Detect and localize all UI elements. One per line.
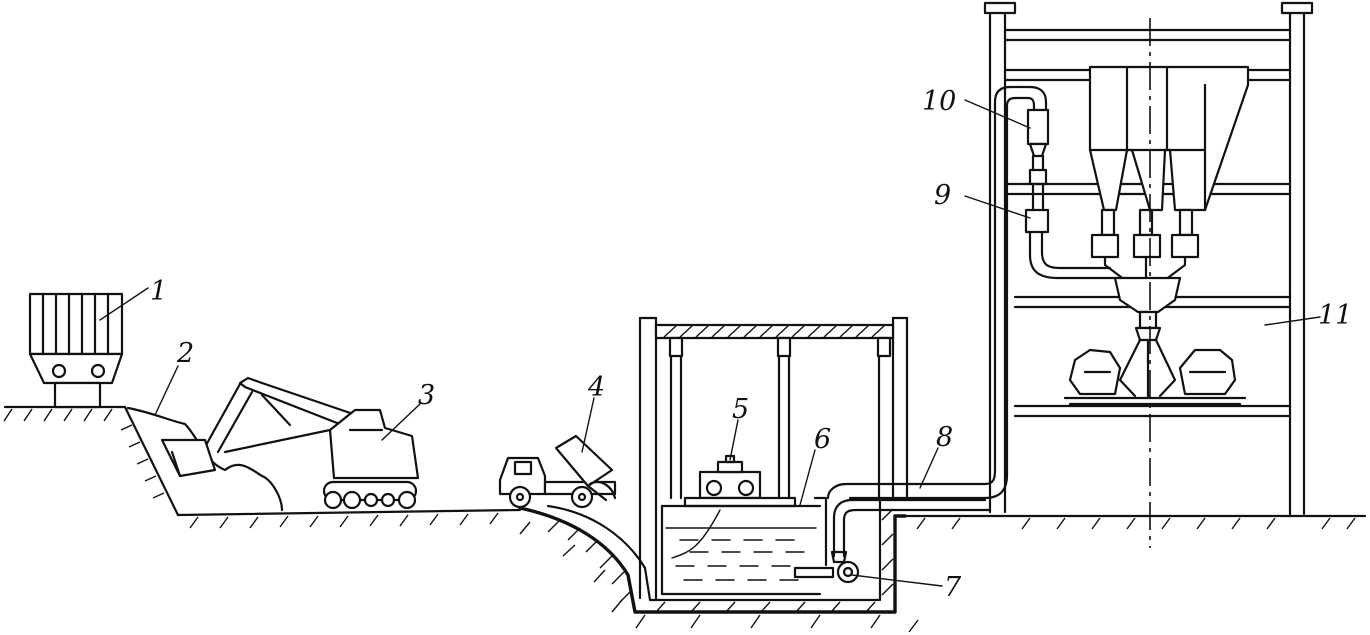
pit-structure xyxy=(518,498,919,633)
label-7: 7 xyxy=(944,572,962,603)
label-2: 2 xyxy=(176,338,194,369)
label-1: 1 xyxy=(150,276,167,307)
label-3: 3 xyxy=(418,380,435,411)
item-9-valve-lower xyxy=(1024,208,1117,280)
label-8: 8 xyxy=(936,422,953,453)
item-8-pipeline xyxy=(826,85,1048,558)
label-10: 10 xyxy=(922,86,956,117)
item-6-slurry-tank xyxy=(660,496,828,596)
callout-leaders xyxy=(99,99,1321,587)
item-1-rotary-unit xyxy=(28,292,124,409)
label-4: 4 xyxy=(587,372,605,403)
callout-labels: 1 2 3 4 5 6 7 8 9 10 11 xyxy=(150,86,1352,603)
item-2-clay-face xyxy=(126,406,284,512)
item-3-excavator xyxy=(160,376,420,510)
label-6: 6 xyxy=(814,424,831,455)
item-11-silo-building xyxy=(983,1,1314,548)
label-9: 9 xyxy=(934,180,951,211)
label-5: 5 xyxy=(732,394,749,425)
item-7-pump xyxy=(793,550,860,584)
ground-hatching xyxy=(3,408,1356,530)
gantry-frame xyxy=(638,316,909,600)
label-11: 11 xyxy=(1318,300,1352,331)
item-4-dump-truck xyxy=(498,434,617,509)
